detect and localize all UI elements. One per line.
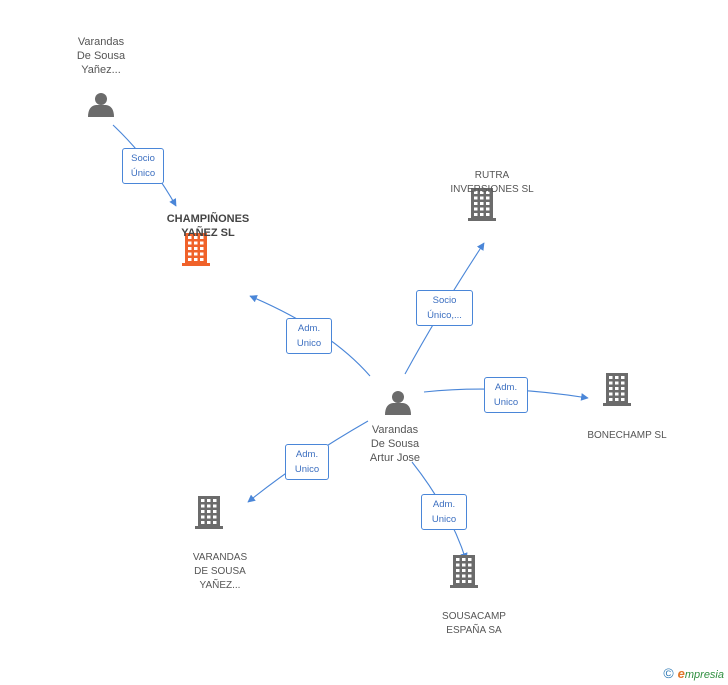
edge-label-adm-unico[interactable]: Adm. Unico <box>421 494 467 530</box>
node-label-person-artur[interactable]: Varandas De Sousa Artur Jose <box>369 424 421 464</box>
node-label-champinones[interactable]: CHAMPIÑONES YAÑEZ SL <box>166 213 250 239</box>
node-label-rutra[interactable]: RUTRA INVERSIONES SL <box>450 170 534 195</box>
copyright-icon: © <box>663 665 674 681</box>
brand-footer: © empresia <box>663 665 724 681</box>
building-icon[interactable] <box>450 555 478 588</box>
edge-label-adm-unico[interactable]: Adm. Unico <box>286 318 332 354</box>
node-label-bonechamp[interactable]: BONECHAMP SL <box>587 430 667 441</box>
building-icon[interactable] <box>468 188 496 221</box>
node-label-varandas-co[interactable]: VARANDAS DE SOUSA YAÑEZ... <box>192 552 248 591</box>
node-label-sousacamp[interactable]: SOUSACAMP ESPAÑA SA <box>442 611 506 636</box>
person-icon[interactable] <box>385 391 411 415</box>
edge-label-adm-unico[interactable]: Adm. Unico <box>484 377 528 413</box>
edge-label-adm-unico[interactable]: Adm. Unico <box>285 444 329 480</box>
person-icon[interactable] <box>88 93 114 117</box>
building-icon[interactable] <box>195 496 223 529</box>
edge-label-socio-unico[interactable]: Socio Único <box>122 148 164 184</box>
brand-logo[interactable]: empresia <box>677 665 724 681</box>
building-icon[interactable] <box>603 373 631 406</box>
edge-label-socio-unico[interactable]: Socio Único,... <box>416 290 473 326</box>
building-icon[interactable] <box>182 233 210 266</box>
node-label-person-yanez[interactable]: Varandas De Sousa Yañez... <box>76 36 126 76</box>
